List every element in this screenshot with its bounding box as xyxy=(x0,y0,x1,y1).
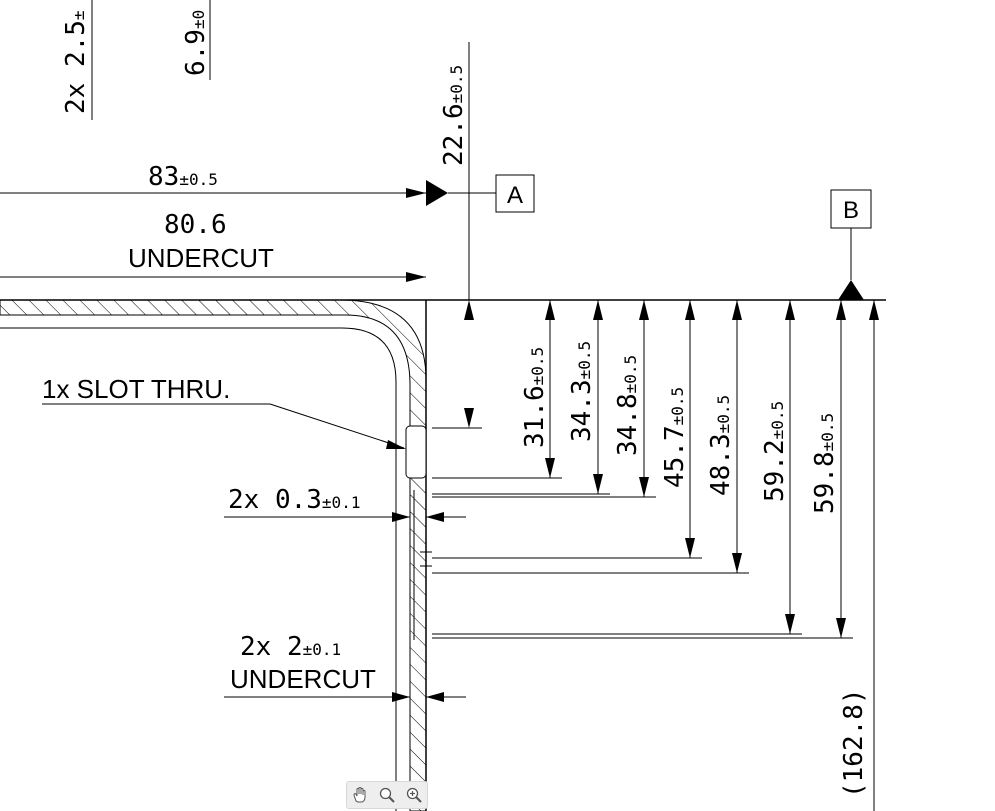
part-inner-contour xyxy=(0,327,397,811)
arrow-head xyxy=(545,458,555,478)
arrow-head xyxy=(869,300,879,320)
slot-note-leader xyxy=(269,403,405,449)
part-wall-section xyxy=(0,299,427,811)
arrow-head xyxy=(593,474,603,494)
undercut-label-top: UNDERCUT xyxy=(128,243,274,273)
arrow-head xyxy=(639,477,649,497)
datum-a-triangle xyxy=(426,180,448,206)
vertical-dim-label: 31.6±0.5 xyxy=(520,347,550,448)
arrow-head xyxy=(406,272,426,282)
arrow-head xyxy=(464,408,474,428)
arrow-head xyxy=(685,300,695,320)
partial-dim-2x-2-5: 2x 2.5± xyxy=(61,10,91,114)
dim-80-6-label: 80.6 xyxy=(164,210,227,240)
undercut-label-bottom: UNDERCUT xyxy=(230,664,376,694)
arrow-head xyxy=(836,300,846,320)
viewer-toolbar xyxy=(346,781,428,809)
arrow-head xyxy=(392,512,410,522)
arrow-head xyxy=(392,692,410,702)
arrow-head xyxy=(639,300,649,320)
pan-hand-icon[interactable] xyxy=(350,785,370,805)
dim-0-3-label: 2x 0.3±0.1 xyxy=(228,485,360,515)
datum-a-box xyxy=(495,174,535,213)
vertical-dim-label: 59.8±0.5 xyxy=(810,413,840,514)
arrow-head xyxy=(785,300,795,320)
zoom-in-icon[interactable] xyxy=(404,785,424,805)
ref-dim-162-8: (162.8) xyxy=(839,688,869,798)
arrow-head xyxy=(464,300,474,320)
vertical-dim-label: 48.3±0.5 xyxy=(706,395,736,496)
arrow-head xyxy=(732,300,742,320)
arrow-head xyxy=(836,618,846,638)
arrow-head xyxy=(386,440,406,449)
vertical-dimensions: 31.6±0.5 34.3±0.5 34.8±0.5 45.7±0.5 48.3±0.5… xyxy=(432,300,853,639)
datum-b-triangle xyxy=(838,280,864,300)
arrow-head xyxy=(685,538,695,558)
arrow-head xyxy=(593,300,603,320)
arrow-head xyxy=(785,614,795,634)
arrow-head xyxy=(426,512,444,522)
datum-a-label: A xyxy=(507,182,523,209)
datum-b-box xyxy=(830,189,872,229)
arrow-head xyxy=(426,692,444,702)
slot-note: 1x SLOT THRU. xyxy=(42,374,230,404)
vertical-dim-label: 45.7±0.5 xyxy=(660,387,690,488)
arrow-head xyxy=(545,300,555,320)
slot-thru xyxy=(405,425,427,479)
arrow-head xyxy=(406,188,426,198)
vertical-dim-label: 59.2±0.5 xyxy=(760,401,790,502)
arrow-head xyxy=(732,553,742,573)
vertical-dim-label: 34.8±0.5 xyxy=(613,355,643,456)
dim-22-6-label: 22.6±0.5 xyxy=(439,65,469,166)
dim-2-label: 2x 2±0.1 xyxy=(240,632,341,662)
dim-83-label: 83±0.5 xyxy=(148,162,218,192)
vertical-dim-label: 34.3±0.5 xyxy=(567,341,597,442)
partial-dim-6-9: 6.9±0 xyxy=(181,10,211,76)
zoom-icon[interactable] xyxy=(377,785,397,805)
datum-b-label: B xyxy=(843,197,859,224)
